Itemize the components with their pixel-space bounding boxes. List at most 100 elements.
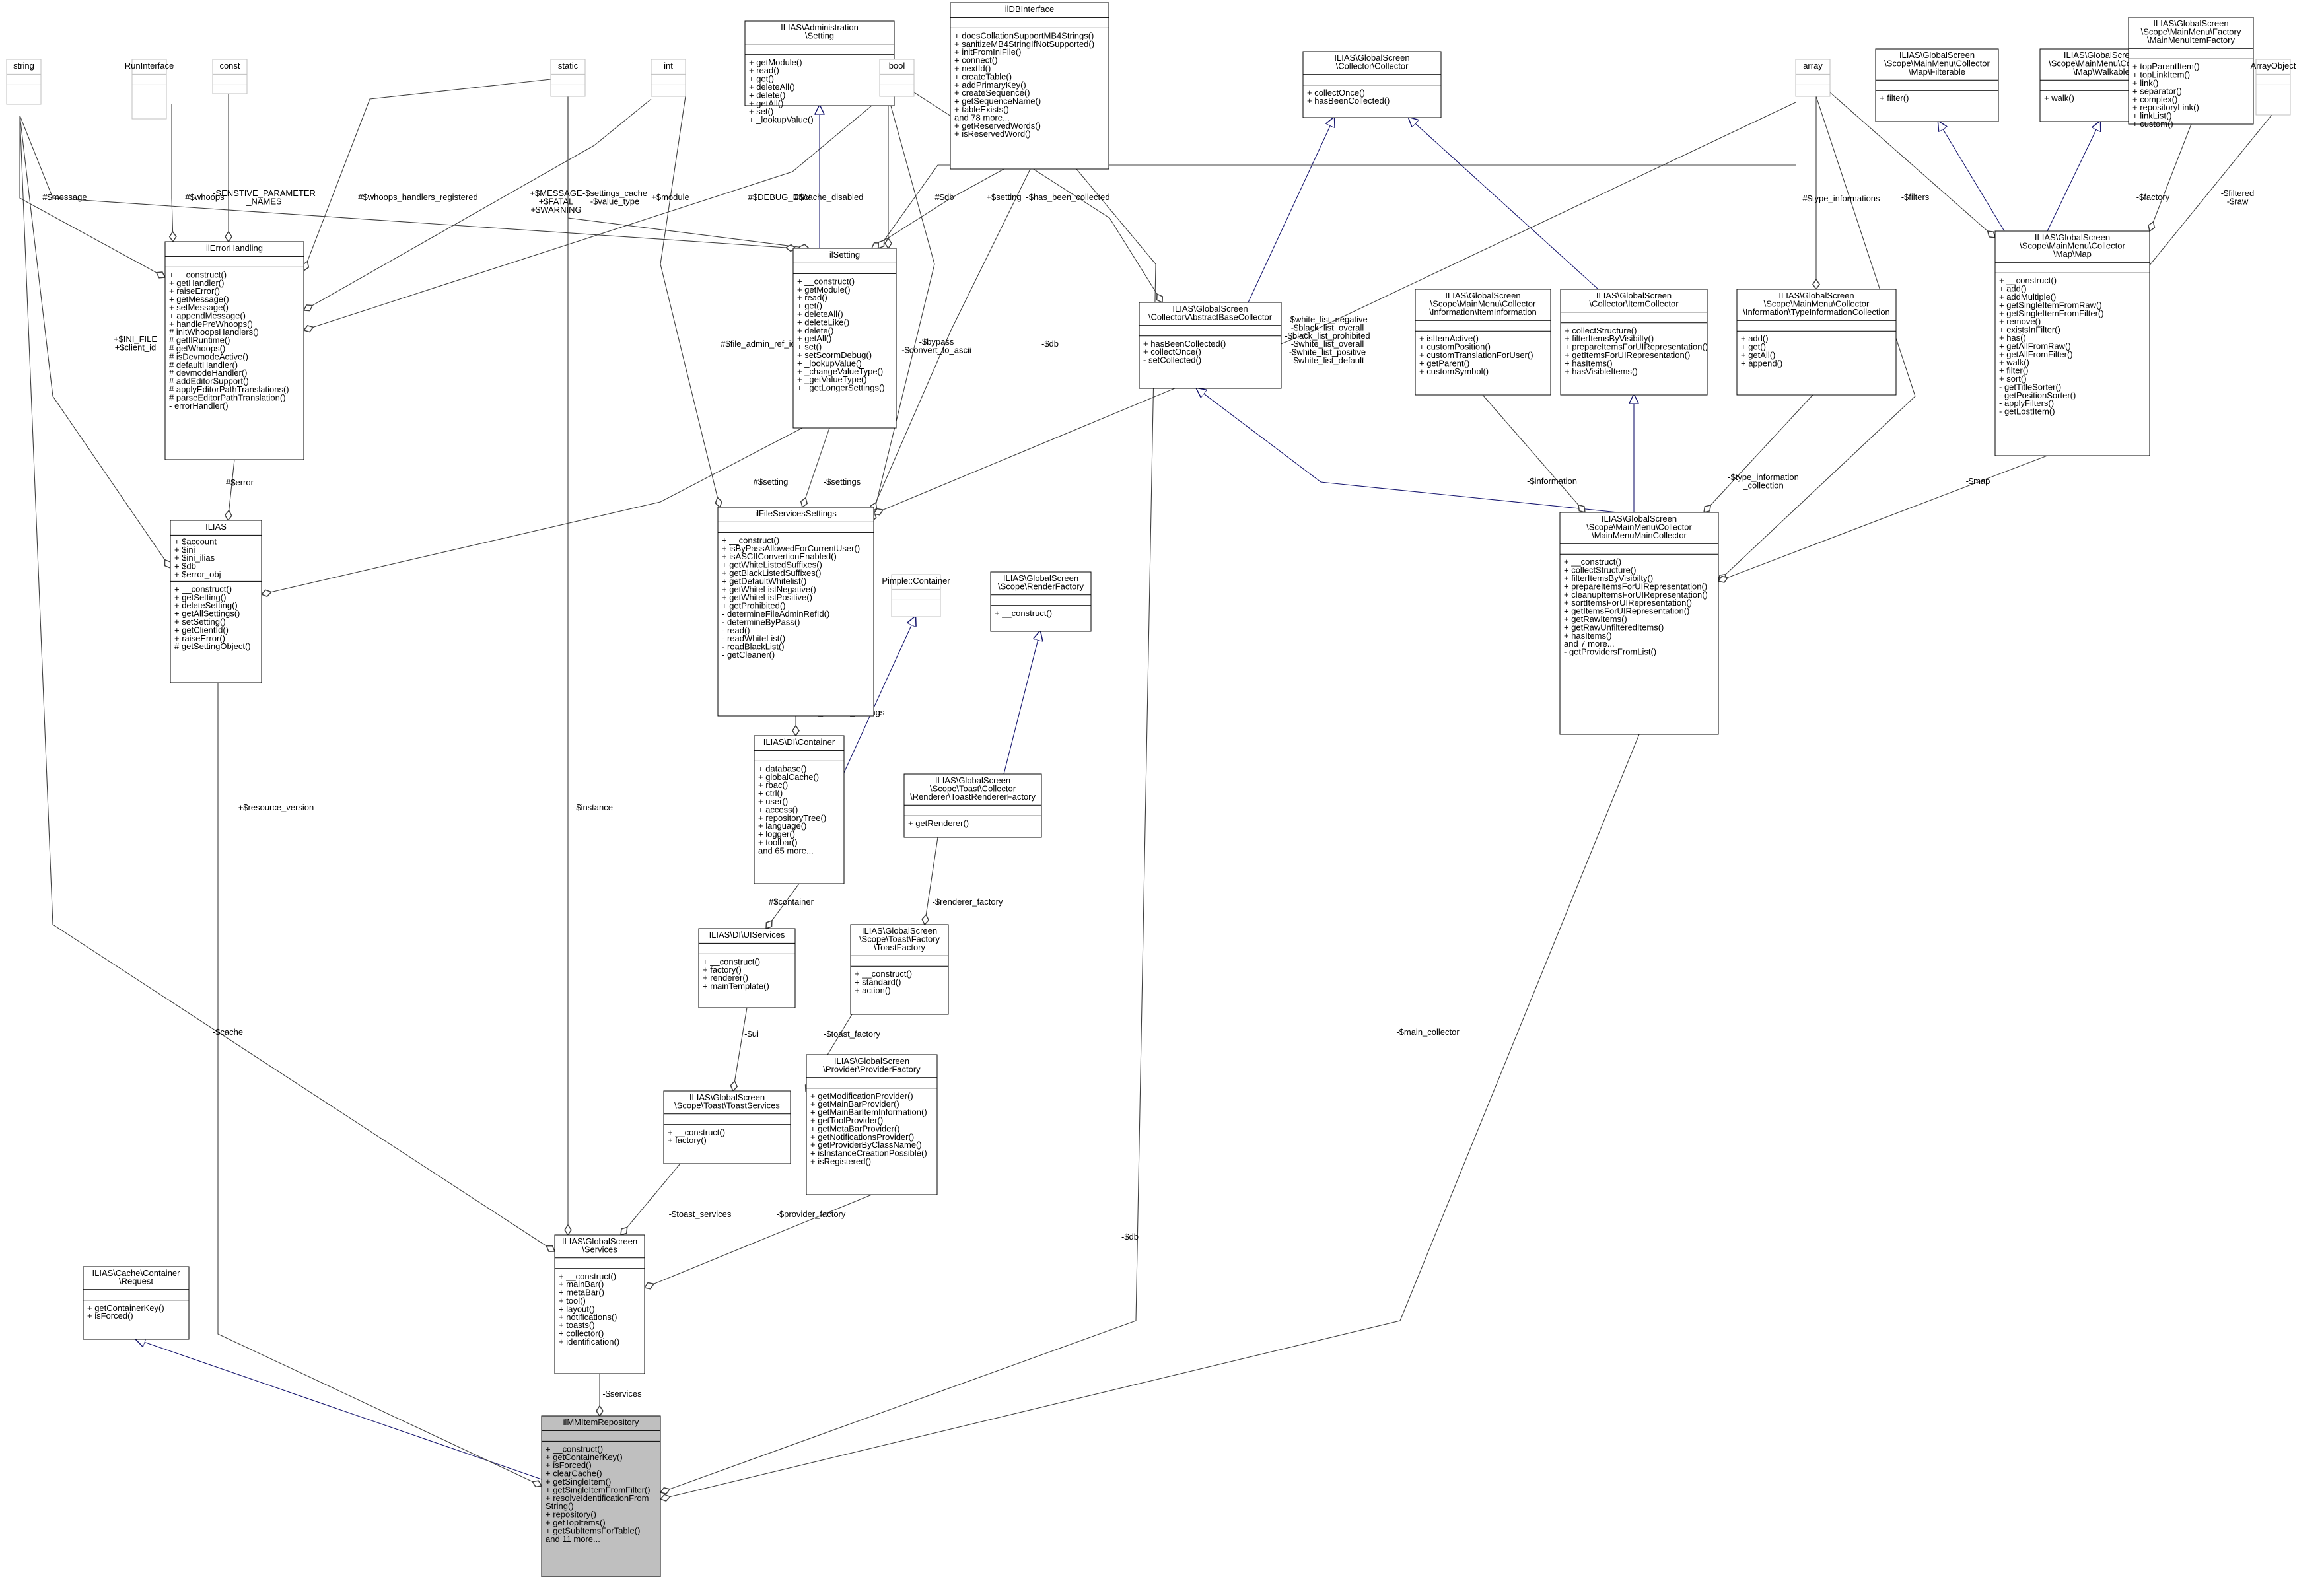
class-method: + complex() (2132, 94, 2177, 104)
class-method: + getAllSettings() (174, 609, 240, 619)
class-box (212, 59, 248, 94)
edge-label: #$container (769, 897, 814, 907)
class-node-map[interactable]: ILIAS\GlobalScreen\Scope\MainMenu\Collec… (1994, 230, 2150, 456)
class-method: + layout() (559, 1304, 595, 1314)
edge-label: -$main_collector (1396, 1027, 1460, 1037)
class-title: \Information\TypeInformationCollection (1743, 307, 1890, 317)
class-node-dicontainer[interactable]: ILIAS\DI\Container+ database()+ globalCa… (754, 735, 845, 884)
class-method: + __construct() (855, 969, 912, 979)
class-method: + getSequenceName() (954, 96, 1041, 106)
class-node-gsservices[interactable]: ILIAS\GlobalScreen\Services+ __construct… (554, 1234, 645, 1374)
class-node-abstractbasecollector[interactable]: ILIAS\GlobalScreen\Collector\AbstractBas… (1139, 302, 1282, 389)
class-method: # isDevmodeActive() (169, 351, 248, 361)
class-box (164, 241, 304, 460)
class-title: ILIAS\GlobalScreen (1334, 53, 1409, 63)
class-method: + getAllFromRaw() (1999, 341, 2071, 351)
class-method: + get() (749, 74, 774, 84)
usage-edge-string-to-gsservices (19, 115, 555, 1251)
class-node-mainmenumaincollector[interactable]: ILIAS\GlobalScreen\Scope\MainMenu\Collec… (1559, 512, 1719, 735)
class-method: + add() (1741, 333, 1769, 343)
class-node-itemcollector[interactable]: ILIAS\GlobalScreen\Collector\ItemCollect… (1560, 289, 1708, 396)
class-method: + raiseError() (169, 286, 220, 296)
class-node-ilsetting[interactable]: ilSetting+ __construct()+ getModule()+ r… (792, 248, 897, 429)
class-title: ILIAS\GlobalScreen (689, 1092, 765, 1102)
class-box (903, 773, 1042, 838)
class-title: const (219, 61, 240, 71)
class-method: + handlePreWhoops() (169, 319, 253, 329)
usage-edge-ilerrorhandling-to-ilias (228, 459, 235, 520)
class-node-arrayobject[interactable]: ArrayObject (2251, 59, 2296, 116)
class-title: \Scope\Toast\Factory (859, 934, 940, 944)
class-node-toastfactory[interactable]: ILIAS\GlobalScreen\Scope\Toast\Factory\T… (850, 924, 949, 1015)
class-method: + deleteLike() (797, 317, 849, 327)
class-title: ILIAS\Cache\Container (92, 1268, 181, 1278)
class-method: + standard() (855, 977, 901, 987)
class-node-ilerrorhandling[interactable]: ilErrorHandling+ __construct()+ getHandl… (164, 241, 304, 460)
class-method: + connect() (954, 55, 997, 65)
class-method: + topParentItem() (2132, 61, 2200, 71)
class-method: + getContainerKey() (87, 1303, 164, 1313)
class-node-cacherequest[interactable]: ILIAS\Cache\Container\Request+ getContai… (83, 1266, 190, 1340)
class-node-adminsetting[interactable]: ILIAS\Administration\Setting+ getModule(… (744, 20, 895, 125)
class-method: + toolbar() (758, 837, 798, 847)
class-node-int[interactable]: int (651, 59, 686, 97)
class-node-toastrendererfactory[interactable]: ILIAS\GlobalScreen\Scope\Toast\Collector… (903, 773, 1042, 838)
usage-edge-ildbinterface-to-ilmmitemrepository (660, 168, 1156, 1492)
class-box (651, 59, 686, 97)
class-method: + get() (1741, 342, 1766, 352)
class-attribute: + $error_obj (174, 569, 221, 579)
class-method: + addMultiple() (1999, 292, 2056, 302)
class-box (990, 571, 1092, 632)
class-node-providerfactory[interactable]: ILIAS\GlobalScreen\Provider\ProviderFact… (806, 1054, 938, 1195)
class-box (663, 1090, 791, 1164)
class-node-array[interactable]: array (1795, 59, 1831, 97)
class-method: + filter() (1880, 93, 1909, 103)
class-node-renderfactory[interactable]: ILIAS\GlobalScreen\Scope\RenderFactory+ … (990, 571, 1092, 632)
class-box (717, 507, 874, 717)
class-box (891, 574, 941, 617)
edge-label: -$black_list_prohibited (1285, 331, 1370, 341)
class-node-typeinfocoll[interactable]: ILIAS\GlobalScreen\Scope\MainMenu\Collec… (1736, 289, 1897, 396)
class-attribute: + $db (174, 561, 196, 571)
class-node-iteminformation[interactable]: ILIAS\GlobalScreen\Scope\MainMenu\Collec… (1415, 289, 1551, 396)
class-node-string[interactable]: string (6, 59, 42, 105)
class-method: + doesCollationSupportMB4Strings() (954, 30, 1094, 40)
class-node-mainmenuitemfactory[interactable]: ILIAS\GlobalScreen\Scope\MainMenu\Factor… (2128, 17, 2254, 129)
class-node-toastservices[interactable]: ILIAS\GlobalScreen\Scope\Toast\ToastServ… (663, 1090, 791, 1164)
class-title: Pimple::Container (882, 576, 950, 586)
class-box (744, 20, 895, 106)
class-method: # getIlRuntime() (169, 335, 230, 345)
class-node-uiservices[interactable]: ILIAS\DI\UIServices+ __construct()+ fact… (698, 928, 796, 1008)
edge-label: +$module (651, 192, 689, 202)
class-node-collectoriface[interactable]: ILIAS\GlobalScreen\Collector\Collector+ … (1302, 51, 1442, 118)
edge-label: _collection (1742, 480, 1783, 490)
class-title: \MainMenuMainCollector (1592, 530, 1687, 540)
class-node-ilmmitemrepository[interactable]: ilMMItemRepository+ __construct()+ getCo… (541, 1415, 661, 1577)
class-title: \Map\Filterable (1909, 67, 1965, 77)
class-node-ilfileservicessettings[interactable]: ilFileServicesSettings+ __construct()+ i… (717, 507, 874, 717)
class-method: + delete() (749, 90, 785, 100)
class-title: \Information\ItemInformation (1429, 307, 1537, 317)
class-nodes-layer: string RunInterface const static int ILIAS\Ad… (6, 2, 2296, 1577)
class-method: + __construct() (169, 269, 227, 279)
class-node-bool[interactable]: bool (879, 59, 915, 97)
class-method: + getItemsForUIRepresentation() (1565, 350, 1690, 360)
class-method: + getContainerKey() (546, 1452, 623, 1462)
class-node-ildbinterface[interactable]: ilDBInterface+ doesCollationSupportMB4St… (950, 2, 1109, 170)
inheritance-edge-abstractbasecollector-to-mainmenumaincollector (1197, 388, 1619, 513)
class-node-static[interactable]: static (550, 59, 586, 97)
class-method: + add() (1999, 284, 2027, 294)
class-method: + collector() (559, 1329, 604, 1339)
class-method: + setMessage() (169, 302, 229, 312)
class-node-ilias[interactable]: ILIAS+ $account+ $ini+ $ini_ilias+ $db+ … (170, 520, 262, 683)
class-title: \Scope\MainMenu\Collector (2020, 240, 2125, 250)
class-title: ILIAS\GlobalScreen (1445, 291, 1520, 300)
class-node-const[interactable]: const (212, 59, 248, 94)
class-method: + getWhiteListNegative() (722, 584, 816, 594)
class-node-filterable[interactable]: ILIAS\GlobalScreen\Scope\MainMenu\Collec… (1875, 48, 1999, 122)
edges-layer (19, 79, 2272, 1499)
class-method: + _getValueType() (797, 374, 867, 384)
usage-edge-map-to-mainmenumaincollector (1718, 455, 2048, 581)
class-node-pimplecontainer[interactable]: Pimple::Container (882, 574, 950, 617)
class-node-runinterface[interactable]: RunInterface (125, 59, 174, 120)
